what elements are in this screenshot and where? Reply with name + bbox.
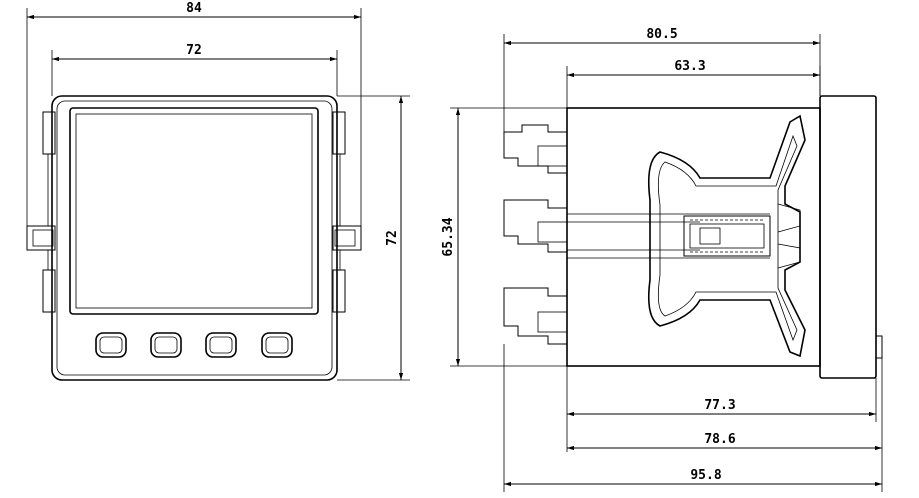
front-dimension-bezel-width: 72 [51, 43, 338, 96]
side-dimension-bottom-overall: 95.8 [503, 344, 883, 492]
front-right-clip [332, 111, 362, 313]
front-dimension-height: 72 [337, 95, 410, 381]
dim-label-80-5: 80.5 [646, 27, 677, 42]
dim-label-65-34: 65.34 [441, 217, 456, 256]
side-bezel [819, 95, 877, 379]
front-screen-frame [69, 107, 319, 315]
side-dimension-top-body: 63.3 [566, 59, 821, 108]
dim-label-72-height: 72 [385, 230, 400, 246]
dim-label-78-6: 78.6 [704, 432, 735, 447]
side-housing [566, 107, 821, 367]
side-dimension-top-overall: 80.5 [503, 27, 821, 132]
front-button [150, 332, 182, 358]
dim-label-95-8: 95.8 [690, 468, 721, 483]
side-dimension-height: 65.34 [441, 107, 567, 367]
side-terminal-block-top [503, 124, 568, 174]
side-dimension-bottom-1: 77.3 [566, 366, 877, 452]
side-terminal-block-bottom [503, 287, 568, 345]
front-bezel-inner [56, 100, 333, 376]
front-bezel-outer [51, 95, 338, 381]
dim-label-72-width: 72 [186, 43, 202, 58]
front-button [205, 332, 237, 358]
side-terminal-block-middle [503, 199, 770, 259]
side-mounting-bracket [647, 114, 806, 358]
front-view [26, 95, 362, 381]
front-button [261, 332, 293, 358]
dim-label-63-3: 63.3 [674, 59, 705, 74]
front-screen [75, 113, 313, 309]
front-dimension-overall-width: 84 [26, 1, 362, 226]
side-dimension-bottom-2: 78.6 [567, 358, 883, 456]
dim-label-77-3: 77.3 [704, 398, 735, 413]
side-view [503, 95, 883, 379]
front-left-clip [26, 111, 56, 313]
dim-label-84: 84 [186, 1, 202, 16]
front-button [95, 332, 127, 358]
